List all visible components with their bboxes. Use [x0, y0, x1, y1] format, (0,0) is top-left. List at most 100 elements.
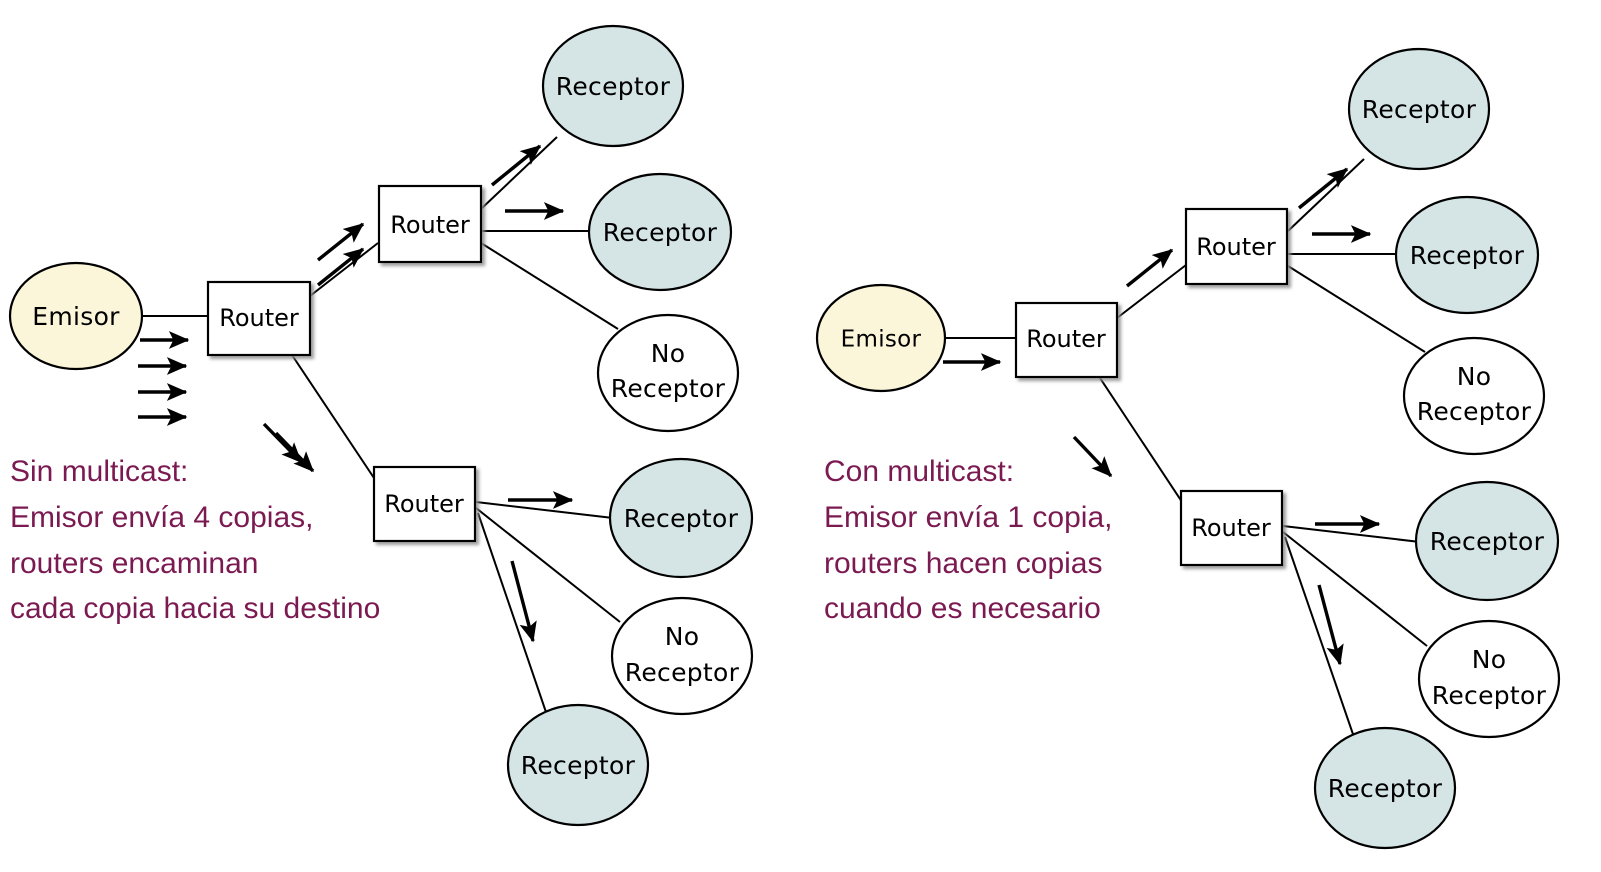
- link-routerbottom-to-receptor-d-right: [1284, 536, 1356, 741]
- caption-right-line-4: cuando es necesario: [824, 592, 1101, 625]
- node-router-1-right[interactable]: Router: [1014, 301, 1119, 379]
- router-top-shape: [377, 184, 483, 264]
- node-router-top-right[interactable]: Router: [1184, 207, 1289, 286]
- emisor-shape-right: [815, 283, 947, 393]
- router-1-label-right: Router: [1026, 325, 1106, 353]
- caption-right: Con multicast: Emisor envía 1 copia, rou…: [824, 455, 1112, 625]
- node-receptor-a-right[interactable]: Receptor: [1347, 47, 1491, 171]
- receptor-b-shape-right: [1394, 195, 1540, 315]
- router-top-shape-right: [1184, 207, 1289, 286]
- deliver-arrow-d-left: [510, 560, 537, 643]
- link-router1-to-routertop-right: [1116, 264, 1187, 319]
- panel-left-sin-multicast: Emisor Router Router: [8, 24, 754, 827]
- no-receptor-top-shape-right: [1402, 336, 1546, 456]
- no-receptor-bottom-shape-right: [1417, 619, 1561, 739]
- link-routerbottom-to-receptor-d: [477, 512, 549, 719]
- caption-left-line-1: Sin multicast:: [10, 455, 188, 488]
- router-1-label: Router: [219, 304, 299, 332]
- node-receptor-d-left[interactable]: Receptor: [506, 703, 650, 827]
- receptor-c-label-right: Receptor: [1430, 527, 1545, 556]
- node-router-bottom-right[interactable]: Router: [1179, 489, 1284, 567]
- node-receptor-c-left[interactable]: Receptor: [608, 457, 754, 579]
- node-router-bottom-left[interactable]: Router: [372, 465, 477, 543]
- deliver-arrow-a-right: [1297, 167, 1349, 210]
- caption-left-line-2: Emisor envía 4 copias,: [10, 501, 313, 534]
- emisor-label-right: Emisor: [841, 327, 922, 353]
- no-receptor-top-label-line1: No: [651, 339, 686, 368]
- link-routertop-to-noreceptor-right: [1287, 265, 1426, 353]
- link-routerbottom-to-noreceptor-right: [1282, 531, 1428, 647]
- deliver-arrow-a-left: [490, 144, 542, 187]
- node-emisor-right[interactable]: Emisor: [815, 283, 947, 393]
- receptor-a-label: Receptor: [556, 72, 671, 101]
- router-1-shape-right: [1014, 301, 1119, 379]
- forward-arrow-bottom-2: [274, 431, 315, 473]
- node-no-receptor-top-left[interactable]: No Receptor: [596, 313, 740, 433]
- forward-arrow-top-2: [316, 247, 365, 287]
- receptor-d-shape: [506, 703, 650, 827]
- forward-arrows-top-left: [316, 222, 365, 287]
- emisor-label: Emisor: [32, 302, 120, 331]
- router-top-label: Router: [390, 211, 470, 239]
- link-routertop-to-noreceptor: [480, 242, 619, 330]
- link-router1-to-routerbottom: [291, 354, 381, 488]
- router-1-shape: [206, 280, 312, 357]
- node-receptor-c-right[interactable]: Receptor: [1414, 480, 1560, 602]
- router-top-label-right: Router: [1196, 233, 1276, 261]
- node-emisor-left[interactable]: Emisor: [8, 261, 144, 371]
- router-bottom-shape-right: [1179, 489, 1284, 567]
- node-router-top-left[interactable]: Router: [377, 184, 483, 264]
- node-receptor-b-left[interactable]: Receptor: [587, 172, 733, 292]
- receptor-a-label-right: Receptor: [1362, 95, 1477, 124]
- no-receptor-bottom-label-line2: Receptor: [625, 658, 740, 687]
- deliver-arrow-d-right: [1317, 584, 1344, 666]
- router-bottom-label-right: Router: [1191, 514, 1271, 542]
- copy-arrows-left: [138, 331, 190, 426]
- node-receptor-a-left[interactable]: Receptor: [541, 24, 685, 148]
- no-receptor-top-shape: [596, 313, 740, 433]
- link-routertop-to-receptor-a-right: [1287, 158, 1365, 232]
- receptor-a-shape-right: [1347, 47, 1491, 171]
- caption-left-line-4: cada copia hacia su destino: [10, 592, 380, 625]
- receptor-c-shape: [608, 457, 754, 579]
- node-no-receptor-bottom-right[interactable]: No Receptor: [1417, 619, 1561, 739]
- node-receptor-b-right[interactable]: Receptor: [1394, 195, 1540, 315]
- caption-right-line-3: routers hacen copias: [824, 547, 1103, 580]
- node-receptor-d-right[interactable]: Receptor: [1313, 726, 1457, 850]
- no-receptor-bottom-shape: [610, 596, 754, 716]
- receptor-b-label-right: Receptor: [1410, 241, 1525, 270]
- node-router-1-left[interactable]: Router: [206, 280, 312, 357]
- receptor-b-label: Receptor: [603, 218, 718, 247]
- receptor-d-shape-right: [1313, 726, 1457, 850]
- link-routerbottom-to-receptor-c: [475, 501, 614, 519]
- panel-right-con-multicast: Emisor Router Router Receptor Receptor: [815, 47, 1561, 850]
- caption-right-line-1: Con multicast:: [824, 455, 1014, 488]
- caption-right-line-2: Emisor envía 1 copia,: [824, 501, 1112, 534]
- no-receptor-top-label-line2-right: Receptor: [1417, 397, 1532, 426]
- router-bottom-shape: [372, 465, 477, 543]
- forward-arrow-top-right: [1125, 248, 1174, 288]
- receptor-d-label: Receptor: [521, 751, 636, 780]
- forward-arrows-bottom-left: [262, 422, 315, 473]
- no-receptor-bottom-label-line2-right: Receptor: [1432, 681, 1547, 710]
- no-receptor-bottom-label-line1: No: [665, 622, 700, 651]
- link-router1-to-routertop: [309, 242, 379, 297]
- receptor-a-shape: [541, 24, 685, 148]
- link-routerbottom-to-noreceptor: [475, 507, 621, 623]
- router-bottom-label: Router: [384, 490, 464, 518]
- receptor-d-label-right: Receptor: [1328, 774, 1443, 803]
- node-no-receptor-bottom-left[interactable]: No Receptor: [610, 596, 754, 716]
- no-receptor-top-label-line2: Receptor: [611, 374, 726, 403]
- no-receptor-top-label-line1-right: No: [1457, 362, 1492, 391]
- caption-left-line-3: routers encaminan: [10, 547, 258, 580]
- forward-arrow-bottom-right: [1072, 435, 1113, 478]
- receptor-c-label: Receptor: [624, 504, 739, 533]
- link-routertop-to-receptor-a: [480, 136, 558, 210]
- receptor-c-shape-right: [1414, 480, 1560, 602]
- link-routerbottom-to-receptor-c-right: [1282, 525, 1421, 543]
- no-receptor-bottom-label-line1-right: No: [1472, 645, 1507, 674]
- node-no-receptor-top-right[interactable]: No Receptor: [1402, 336, 1546, 456]
- link-router1-to-routerbottom-right: [1099, 377, 1189, 512]
